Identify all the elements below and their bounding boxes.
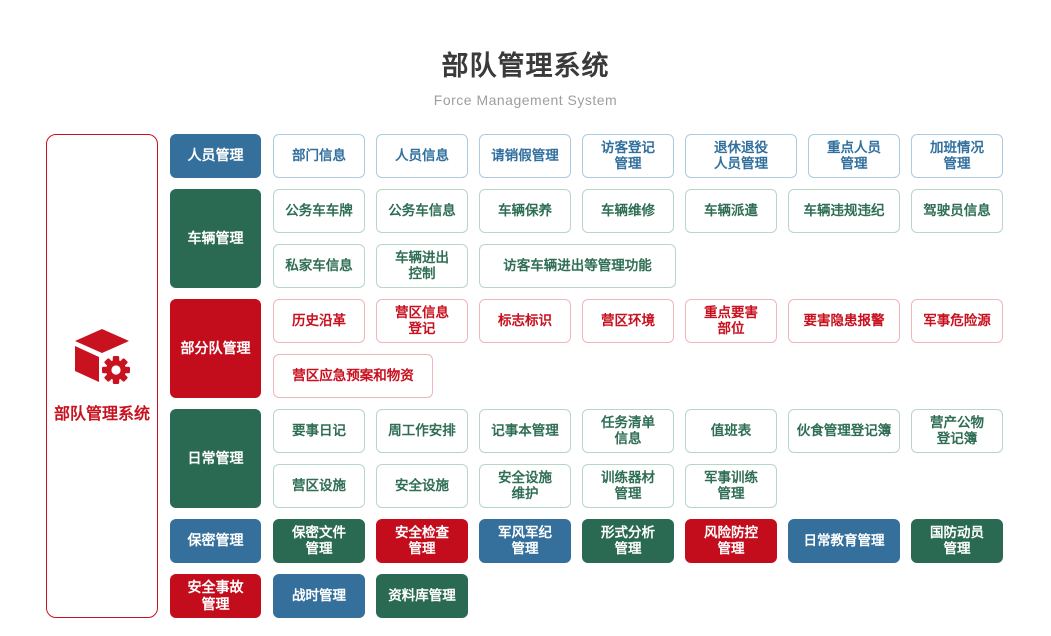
feature-item: 军事危险源 [911, 299, 1003, 343]
feature-item: 重点要害 部位 [685, 299, 777, 343]
item-line: 部门信息人员信息请销假管理访客登记 管理退休退役 人员管理重点人员 管理加班情况… [273, 134, 1003, 178]
feature-item: 部门信息 [273, 134, 365, 178]
feature-item: 公务车信息 [376, 189, 468, 233]
feature-item: 请销假管理 [479, 134, 571, 178]
item-line: 战时管理资料库管理 [273, 574, 468, 618]
feature-item: 国防动员 管理 [911, 519, 1003, 563]
page-header: 部队管理系统 Force Management System [0, 0, 1051, 108]
group-items: 部门信息人员信息请销假管理访客登记 管理退休退役 人员管理重点人员 管理加班情况… [273, 134, 1003, 178]
category-box: 车辆管理 [170, 189, 261, 288]
feature-item: 车辆保养 [479, 189, 571, 233]
feature-item: 车辆维修 [582, 189, 674, 233]
feature-item: 保密文件 管理 [273, 519, 365, 563]
group-row: 保密管理保密文件 管理安全检查 管理军风军纪 管理形式分析 管理风险防控 管理日… [170, 519, 1003, 563]
cube-gear-icon [73, 328, 131, 390]
feature-item: 退休退役 人员管理 [685, 134, 797, 178]
item-line: 营区应急预案和物资 [273, 354, 1003, 398]
feature-item: 军事训练 管理 [685, 464, 777, 508]
feature-item: 营区设施 [273, 464, 365, 508]
feature-item: 伙食管理登记簿 [788, 409, 900, 453]
feature-item: 驾驶员信息 [911, 189, 1003, 233]
item-line: 历史沿革营区信息 登记标志标识营区环境重点要害 部位要害隐患报警军事危险源 [273, 299, 1003, 343]
group-row: 日常管理要事日记周工作安排记事本管理任务清单 信息值班表伙食管理登记簿营产公物 … [170, 409, 1003, 508]
group-items: 公务车车牌公务车信息车辆保养车辆维修车辆派遣车辆违规违纪驾驶员信息私家车信息车辆… [273, 189, 1003, 288]
item-line: 公务车车牌公务车信息车辆保养车辆维修车辆派遣车辆违规违纪驾驶员信息 [273, 189, 1003, 233]
group-row: 部分队管理历史沿革营区信息 登记标志标识营区环境重点要害 部位要害隐患报警军事危… [170, 299, 1003, 398]
category-box: 部分队管理 [170, 299, 261, 398]
item-line: 私家车信息车辆进出 控制访客车辆进出等管理功能 [273, 244, 1003, 288]
feature-item: 训练器材 管理 [582, 464, 674, 508]
group-items: 战时管理资料库管理 [273, 574, 468, 618]
feature-rows: 人员管理部门信息人员信息请销假管理访客登记 管理退休退役 人员管理重点人员 管理… [170, 134, 1003, 618]
feature-item: 安全设施 维护 [479, 464, 571, 508]
group-row: 安全事故 管理战时管理资料库管理 [170, 574, 1003, 618]
feature-item: 要事日记 [273, 409, 365, 453]
group-row: 车辆管理公务车车牌公务车信息车辆保养车辆维修车辆派遣车辆违规违纪驾驶员信息私家车… [170, 189, 1003, 288]
item-line: 营区设施安全设施安全设施 维护训练器材 管理军事训练 管理 [273, 464, 1003, 508]
page-title: 部队管理系统 [441, 51, 610, 81]
feature-item: 资料库管理 [376, 574, 468, 618]
feature-item: 标志标识 [479, 299, 571, 343]
system-root-panel: 部队管理系统 [46, 134, 158, 618]
feature-item: 车辆进出 控制 [376, 244, 468, 288]
feature-item: 日常教育管理 [788, 519, 900, 563]
feature-item: 营区应急预案和物资 [273, 354, 433, 398]
feature-item: 军风军纪 管理 [479, 519, 571, 563]
feature-item: 要害隐患报警 [788, 299, 900, 343]
feature-item: 访客车辆进出等管理功能 [479, 244, 676, 288]
group-items: 保密文件 管理安全检查 管理军风军纪 管理形式分析 管理风险防控 管理日常教育管… [273, 519, 1003, 563]
category-box: 安全事故 管理 [170, 574, 261, 618]
feature-item: 车辆派遣 [685, 189, 777, 233]
group-row: 人员管理部门信息人员信息请销假管理访客登记 管理退休退役 人员管理重点人员 管理… [170, 134, 1003, 178]
feature-item: 战时管理 [273, 574, 365, 618]
feature-item: 形式分析 管理 [582, 519, 674, 563]
feature-item: 私家车信息 [273, 244, 365, 288]
feature-item: 营产公物 登记簿 [911, 409, 1003, 453]
category-box: 日常管理 [170, 409, 261, 508]
system-root-label: 部队管理系统 [53, 405, 150, 423]
item-line: 要事日记周工作安排记事本管理任务清单 信息值班表伙食管理登记簿营产公物 登记簿 [273, 409, 1003, 453]
feature-item: 安全设施 [376, 464, 468, 508]
group-items: 要事日记周工作安排记事本管理任务清单 信息值班表伙食管理登记簿营产公物 登记簿营… [273, 409, 1003, 508]
feature-item: 重点人员 管理 [808, 134, 900, 178]
feature-item: 营区信息 登记 [376, 299, 468, 343]
group-items: 历史沿革营区信息 登记标志标识营区环境重点要害 部位要害隐患报警军事危险源营区应… [273, 299, 1003, 398]
feature-item: 访客登记 管理 [582, 134, 674, 178]
feature-item: 周工作安排 [376, 409, 468, 453]
feature-item: 记事本管理 [479, 409, 571, 453]
category-box: 人员管理 [170, 134, 261, 178]
feature-item: 历史沿革 [273, 299, 365, 343]
feature-item: 任务清单 信息 [582, 409, 674, 453]
feature-item: 值班表 [685, 409, 777, 453]
diagram-body: 部队管理系统 人员管理部门信息人员信息请销假管理访客登记 管理退休退役 人员管理… [46, 134, 1051, 618]
feature-item: 安全检查 管理 [376, 519, 468, 563]
category-box: 保密管理 [170, 519, 261, 563]
feature-item: 公务车车牌 [273, 189, 365, 233]
feature-item: 人员信息 [376, 134, 468, 178]
feature-item: 风险防控 管理 [685, 519, 777, 563]
feature-item: 车辆违规违纪 [788, 189, 900, 233]
feature-item: 加班情况 管理 [911, 134, 1003, 178]
item-line: 保密文件 管理安全检查 管理军风军纪 管理形式分析 管理风险防控 管理日常教育管… [273, 519, 1003, 563]
feature-item: 营区环境 [582, 299, 674, 343]
page-subtitle: Force Management System [433, 92, 618, 108]
